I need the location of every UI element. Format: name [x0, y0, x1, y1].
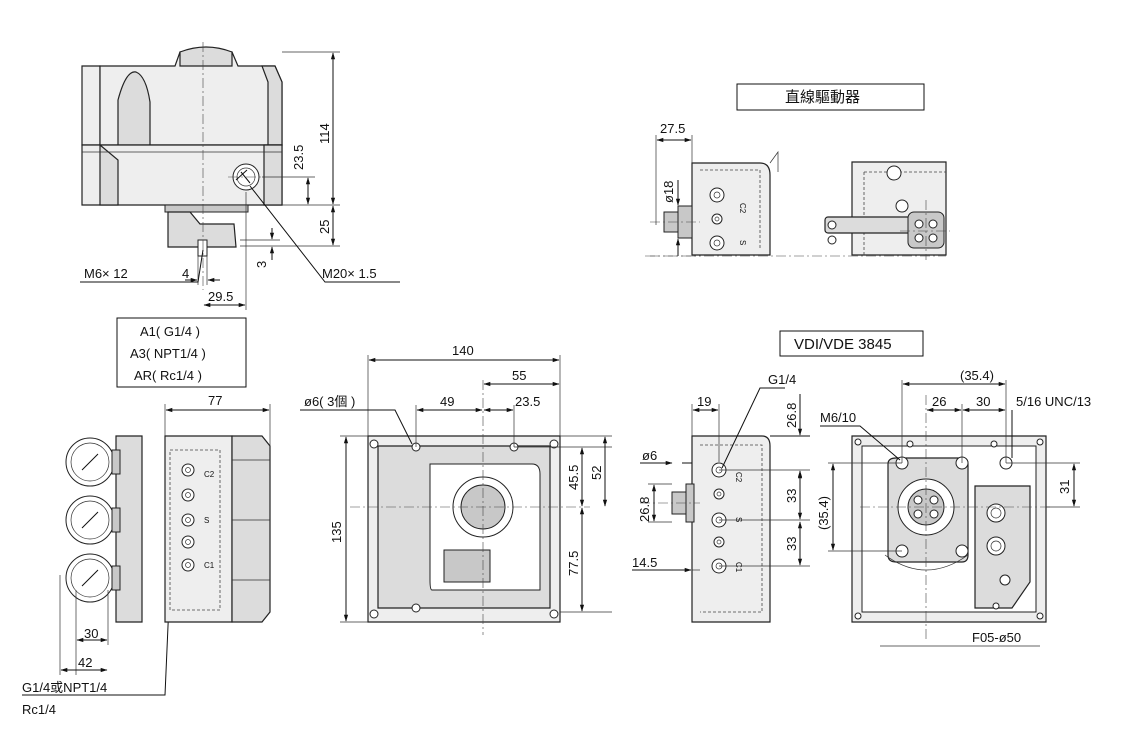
- dim-35-4-left: (35.4): [816, 496, 831, 530]
- dim-23-5-front: 23.5: [515, 394, 540, 409]
- label-rc14: Rc1/4: [22, 702, 56, 717]
- top-view: [80, 42, 400, 310]
- port-c2-label-side: C2: [204, 470, 215, 479]
- dim-30-gauge: 30: [84, 626, 98, 641]
- port-a3: A3( NPT1/4 ): [130, 346, 206, 361]
- label-m6x12: M6× 12: [84, 266, 128, 281]
- side-view: [164, 404, 271, 623]
- vdi-side-view: [632, 387, 810, 623]
- dim-33-upper: 33: [784, 489, 799, 503]
- port-s-label-la: S: [738, 240, 747, 245]
- label-phi18: ø18: [661, 181, 676, 203]
- port-c1-label-vdi: C1: [734, 562, 743, 573]
- label-phi6: ø6: [642, 448, 657, 463]
- front-view: [300, 355, 612, 635]
- label-unc: 5/16 UNC/13: [1016, 394, 1091, 409]
- port-c1-label-side: C1: [204, 561, 215, 570]
- dim-26-8-left: 26.8: [637, 497, 652, 522]
- label-m20x15: M20× 1.5: [322, 266, 377, 281]
- dim-4: 4: [182, 266, 189, 281]
- port-a1: A1( G1/4 ): [140, 324, 200, 339]
- dim-33-lower: 33: [784, 537, 799, 551]
- dim-19: 19: [697, 394, 711, 409]
- linear-actuator-box: [736, 83, 925, 111]
- dim-77: 77: [208, 393, 222, 408]
- linear-actuator-view: [645, 135, 950, 260]
- dim-114: 114: [317, 123, 332, 144]
- dim-3: 3: [254, 261, 269, 268]
- dim-26-8-right: 26.8: [784, 403, 799, 428]
- label-g14: G1/4: [768, 372, 796, 387]
- port-ar: AR( Rc1/4 ): [134, 368, 202, 383]
- port-c2-label-vdi: C2: [734, 472, 743, 483]
- dim-26-vdi: 26: [932, 394, 946, 409]
- dim-49: 49: [440, 394, 454, 409]
- dim-140: 140: [452, 343, 474, 358]
- port-label-box: [116, 317, 247, 388]
- linear-actuator-title: 直線驅動器: [785, 89, 860, 106]
- label-g14-or-npt14: G1/4或NPT1/4: [22, 680, 107, 695]
- dim-14-5: 14.5: [632, 555, 657, 570]
- gauge-view: [22, 435, 171, 696]
- dim-25: 25: [317, 220, 332, 234]
- label-phi6-3: ø6( 3個 ): [304, 394, 355, 409]
- vdi-bottom-view: [820, 380, 1080, 647]
- dim-31: 31: [1057, 480, 1072, 494]
- dim-55: 55: [512, 368, 526, 383]
- dim-27-5: 27.5: [660, 121, 685, 136]
- dim-45-5: 45.5: [566, 465, 581, 490]
- dim-23-5: 23.5: [291, 145, 306, 170]
- vdi-vde-box: [779, 330, 924, 357]
- dim-42: 42: [78, 655, 92, 670]
- vdi-vde-title: VDI/VDE 3845: [794, 336, 892, 353]
- port-c2-label-la: C2: [738, 203, 747, 214]
- dim-77-5: 77.5: [566, 551, 581, 576]
- dim-30-vdi: 30: [976, 394, 990, 409]
- dim-52: 52: [589, 466, 604, 480]
- dim-35-4-top: (35.4): [960, 368, 994, 383]
- port-s-label-vdi: S: [734, 517, 743, 522]
- label-m6-10: M6/10: [820, 410, 856, 425]
- dim-135: 135: [329, 521, 344, 543]
- port-s-label-side: S: [204, 516, 209, 525]
- dim-29-5: 29.5: [208, 289, 233, 304]
- label-f05: F05-ø50: [972, 630, 1021, 645]
